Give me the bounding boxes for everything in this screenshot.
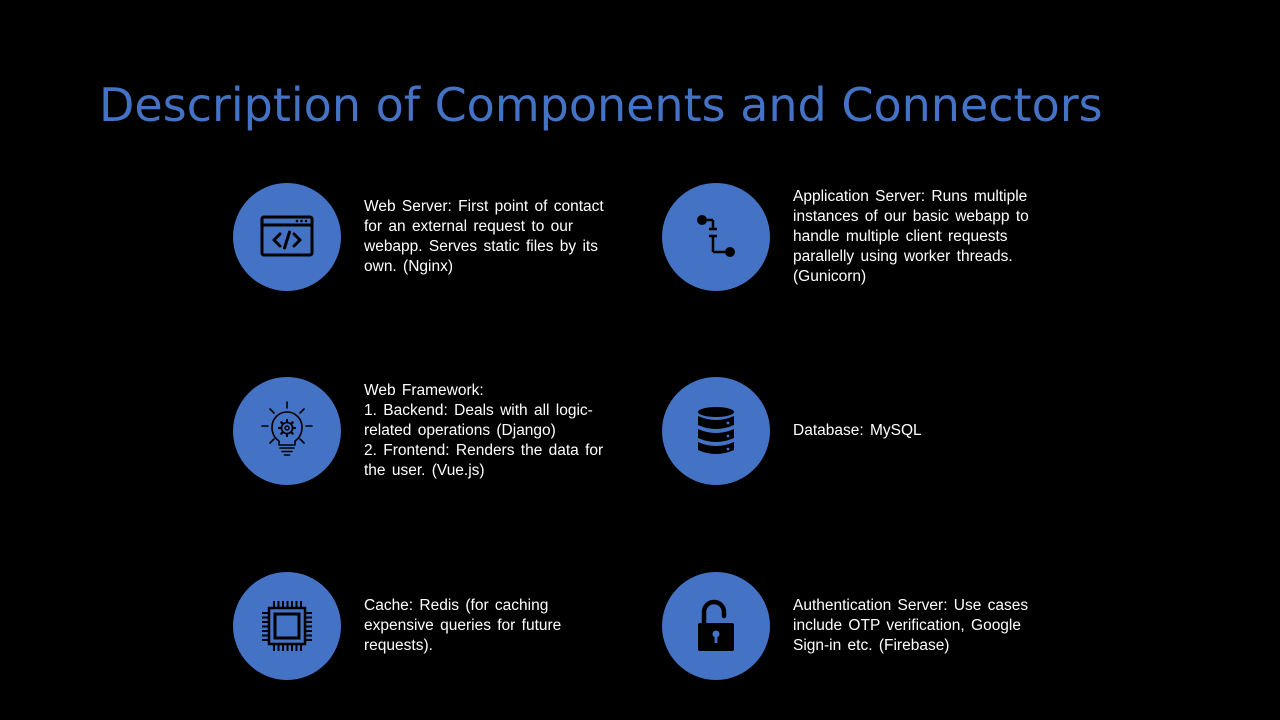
application-server-description: Application Server: Runs multiple instan… [793, 188, 1029, 285]
application-server-icon-circle [662, 183, 770, 291]
unlocked-padlock-icon [698, 599, 734, 651]
cpu-chip-icon [262, 601, 312, 651]
code-window-icon [260, 215, 314, 257]
database-description: Database: MySQL [793, 422, 922, 439]
cache-description: Cache: Redis (for caching expensive quer… [364, 597, 562, 654]
connector-path-icon [697, 215, 735, 257]
slide-title: Description of Components and Connectors [99, 78, 1103, 132]
cache-icon-circle [233, 572, 341, 680]
database-icon [698, 407, 734, 454]
authentication-server-description: Authentication Server: Use cases include… [793, 597, 1029, 654]
web-framework-icon-circle [233, 377, 341, 485]
authentication-server-icon-circle [662, 572, 770, 680]
lightbulb-gear-icon [261, 401, 313, 456]
web-framework-description: Web Framework: 1. Backend: Deals with al… [364, 382, 604, 479]
database-icon-circle [662, 377, 770, 485]
web-server-description: Web Server: First point of contact for a… [364, 198, 604, 275]
web-server-icon-circle [233, 183, 341, 291]
